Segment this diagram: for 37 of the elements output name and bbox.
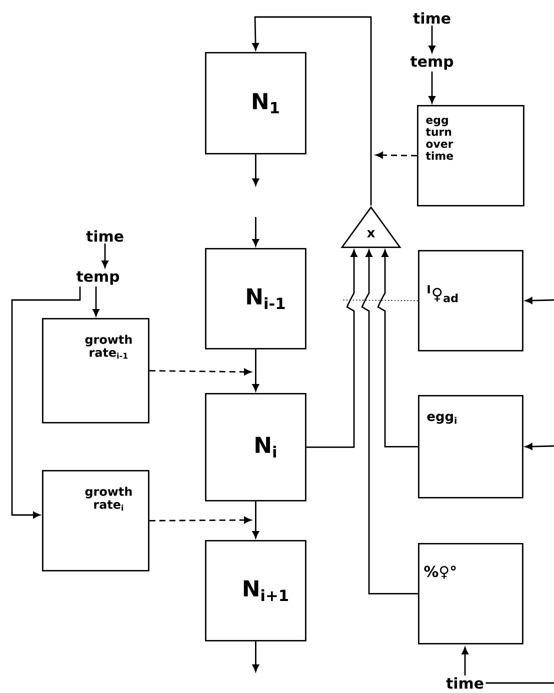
arrow [377,250,418,448]
arrow [525,297,554,304]
state-box: N$_{i-1}$ [205,248,306,350]
arrow [306,250,358,448]
state-box: egg$_{i}$ [418,395,524,498]
variable-label: temp [410,56,454,70]
arrow [92,286,100,316]
dashed-arrow [376,152,417,158]
arrow [428,26,436,53]
dashed-arrow [149,516,252,524]
variable-label: temp [76,271,120,285]
variable-label: time [413,12,450,24]
arrow [11,286,81,518]
arrow [252,217,260,246]
arrow [361,250,418,594]
arrow [252,16,372,206]
arrow [252,641,260,672]
dashed-arrow [149,368,252,376]
arrow [252,349,260,392]
arrow [462,647,468,676]
line [486,682,554,684]
state-box: growth rate$_{i}$ [42,470,150,572]
arrow [428,72,436,104]
state-box: $^{I}$♀$_{ad}$ [418,250,524,352]
state-box: N$_{i}$ [205,393,306,502]
arrow [102,243,108,268]
state-box: growth rate$_{i-1}$ [42,318,150,424]
state-box: N$_{i+1}$ [205,540,306,642]
arrow [252,154,260,186]
variable-label: time [446,677,484,689]
dotted-line [342,300,418,302]
variable-label: time [86,230,124,242]
state-box: N$_{1}$ [205,52,306,154]
arrow [252,501,260,538]
state-box: egg turn over time [417,105,524,206]
arrow [525,443,554,450]
state-box: %♀° [418,543,524,644]
